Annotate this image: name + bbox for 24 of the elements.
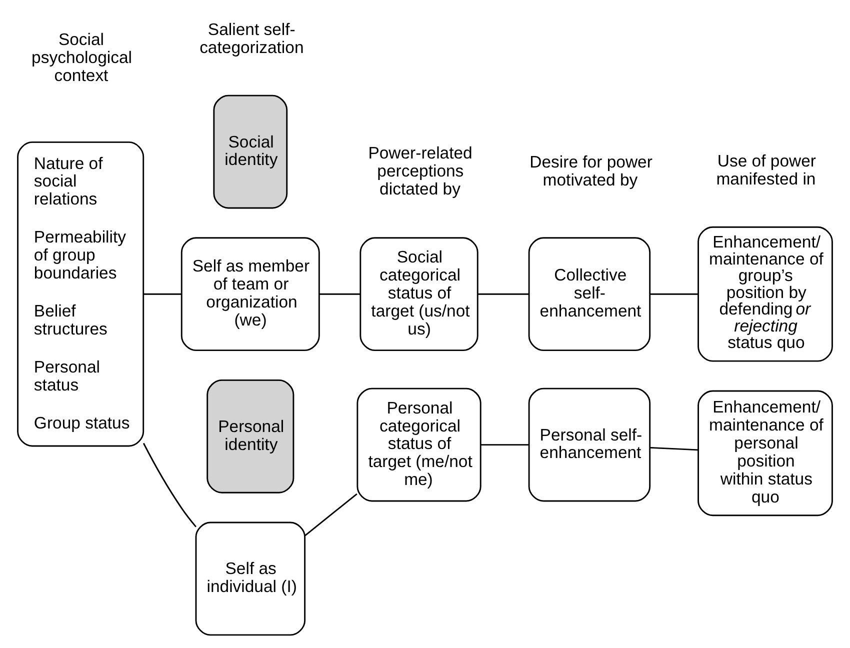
node-box: Self as individual (I) xyxy=(195,522,306,636)
label: Salient self-categorization xyxy=(200,20,304,57)
node-box: Social categorical status of target (us/not us) xyxy=(360,237,478,352)
label: Power-related perceptions dictated by xyxy=(368,144,472,198)
connector xyxy=(304,493,358,536)
connector xyxy=(480,444,529,446)
label: Social psychological context xyxy=(32,30,132,85)
node-box: Social identity xyxy=(213,94,288,209)
node-box: Personal identity xyxy=(206,380,294,494)
connector xyxy=(319,293,360,295)
connector xyxy=(478,293,529,295)
connector xyxy=(144,293,182,295)
connector xyxy=(650,293,698,295)
node-box: Enhancement/ maintenance of group’s position by defending or rejecting status quo xyxy=(698,226,833,362)
node-box: Collective self-enhancement xyxy=(528,237,651,352)
connector xyxy=(650,446,698,451)
label: Desire for power motivated by xyxy=(530,152,652,190)
node-box: Self as member of team or organization (we) xyxy=(180,237,320,352)
node-box: Personal categorical status of target (me/not me) xyxy=(356,388,482,502)
node-box: Personal self-enhancement xyxy=(528,388,651,502)
connector xyxy=(142,442,196,528)
node-box: Enhancement/ maintenance of personal position within status quo xyxy=(698,390,833,516)
label: Use of power manifested in xyxy=(716,151,816,188)
node-box: Nature of social relations Permeability of group boundaries Belief structures Personal status Group status xyxy=(17,142,144,447)
